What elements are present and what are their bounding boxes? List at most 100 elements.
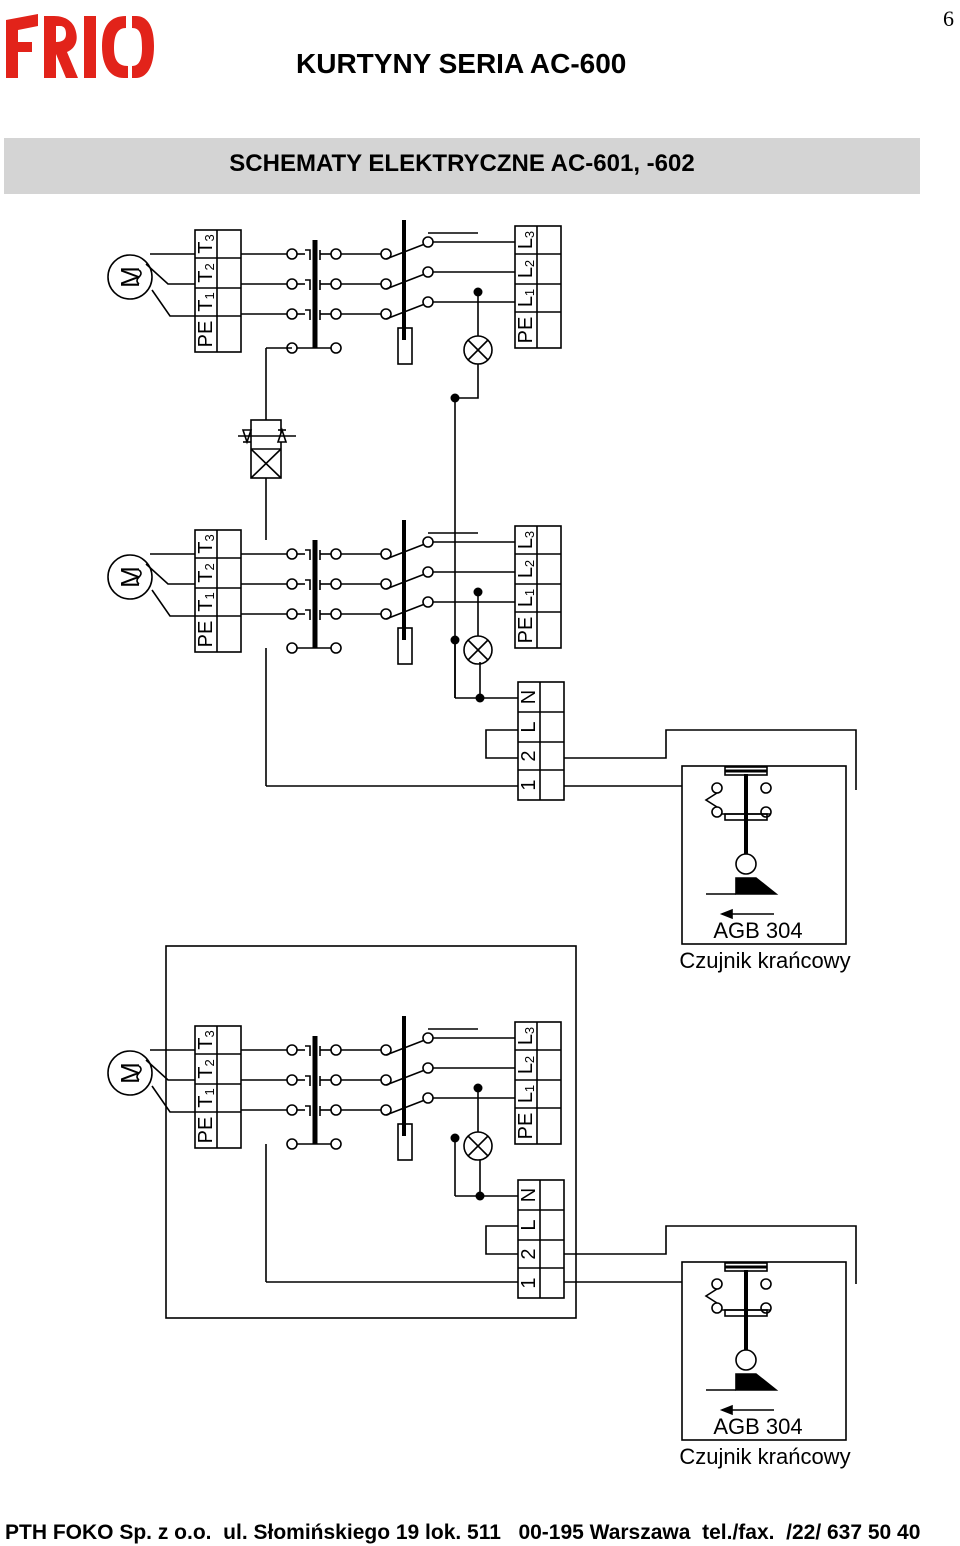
terminal-strip-outline bbox=[194, 529, 242, 653]
contact bbox=[760, 1302, 772, 1314]
terminal-label: PE bbox=[515, 617, 537, 644]
terminal-strip-outline bbox=[194, 229, 242, 353]
wire bbox=[704, 792, 718, 808]
contact bbox=[330, 342, 342, 354]
sensor-housing bbox=[681, 765, 847, 945]
contact bbox=[422, 1092, 434, 1104]
terminal-strip-outline bbox=[514, 1021, 562, 1145]
terminal-label: T1 bbox=[195, 592, 217, 611]
wire bbox=[467, 339, 489, 361]
actuator bbox=[735, 877, 779, 895]
contact bbox=[422, 536, 434, 548]
wire bbox=[564, 729, 857, 790]
wire bbox=[564, 1225, 857, 1284]
motor-label: M bbox=[115, 266, 145, 288]
contact-bar bbox=[724, 1309, 768, 1317]
terminal-label: PE bbox=[515, 1113, 537, 1140]
terminal-label: T1 bbox=[195, 292, 217, 311]
wire bbox=[305, 1045, 311, 1056]
contact bbox=[286, 548, 298, 560]
contact bbox=[760, 782, 772, 794]
wire bbox=[305, 1105, 311, 1116]
sensor-description: Czujnik krańcowy bbox=[679, 1444, 850, 1469]
contact bbox=[330, 1104, 342, 1116]
wire bbox=[145, 263, 195, 285]
motor-symbol bbox=[107, 554, 153, 600]
contact bbox=[422, 236, 434, 248]
terminal-label: L bbox=[518, 721, 540, 732]
terminal-label: PE bbox=[195, 321, 217, 348]
terminal-label: L1 bbox=[515, 1085, 537, 1103]
wire bbox=[250, 448, 282, 479]
direction-arrow bbox=[719, 908, 733, 920]
sensor-model: AGB 304 bbox=[713, 1414, 802, 1439]
wire bbox=[305, 609, 311, 620]
contact bbox=[330, 1044, 342, 1056]
contact bbox=[286, 1074, 298, 1086]
contact bbox=[330, 1138, 342, 1150]
contact bbox=[330, 642, 342, 654]
terminal-label: T3 bbox=[195, 534, 217, 553]
terminal-label: 1 bbox=[518, 1277, 540, 1288]
contact bbox=[286, 1044, 298, 1056]
wire bbox=[151, 589, 195, 617]
wire bbox=[385, 571, 431, 590]
terminal-strip-outline bbox=[514, 225, 562, 349]
controller-enclosure bbox=[165, 945, 577, 1319]
coil-symbol bbox=[397, 327, 413, 365]
terminal-label: N bbox=[518, 1188, 540, 1202]
wire bbox=[485, 1225, 518, 1255]
terminal-label: L1 bbox=[515, 589, 537, 607]
contact bbox=[422, 1032, 434, 1044]
terminal-strip-outline bbox=[194, 1025, 242, 1149]
wire bbox=[305, 279, 311, 290]
actuator bbox=[735, 1373, 779, 1391]
wire bbox=[467, 639, 489, 661]
terminal-label: L3 bbox=[515, 531, 537, 549]
wire bbox=[145, 563, 195, 585]
contact bbox=[760, 1278, 772, 1290]
contact bbox=[711, 806, 723, 818]
sensor-model: AGB 304 bbox=[713, 918, 802, 943]
wire bbox=[467, 1135, 489, 1157]
wire bbox=[704, 1288, 718, 1304]
contact bbox=[286, 1138, 298, 1150]
contact bbox=[422, 596, 434, 608]
terminal-label: PE bbox=[195, 621, 217, 648]
contact bbox=[711, 782, 723, 794]
contact bbox=[286, 578, 298, 590]
terminal-label: L bbox=[518, 1219, 540, 1230]
roller bbox=[735, 853, 757, 875]
wire bbox=[151, 289, 195, 317]
contact bbox=[286, 1104, 298, 1116]
terminal-label: PE bbox=[195, 1117, 217, 1144]
wire bbox=[305, 1075, 311, 1086]
contact bbox=[286, 608, 298, 620]
motor-symbol bbox=[107, 1050, 153, 1096]
contact bbox=[330, 608, 342, 620]
wire bbox=[385, 1067, 431, 1086]
terminal-label: T2 bbox=[195, 1059, 217, 1078]
contact bbox=[330, 548, 342, 560]
wire bbox=[385, 301, 431, 320]
contact bbox=[422, 566, 434, 578]
motor-tilde bbox=[136, 1065, 142, 1081]
contact bbox=[422, 266, 434, 278]
terminal-strip-outline bbox=[514, 525, 562, 649]
terminal-label: T1 bbox=[195, 1088, 217, 1107]
motor-tilde bbox=[136, 569, 142, 585]
wire bbox=[385, 601, 431, 620]
wire bbox=[305, 309, 311, 320]
contact bbox=[286, 642, 298, 654]
